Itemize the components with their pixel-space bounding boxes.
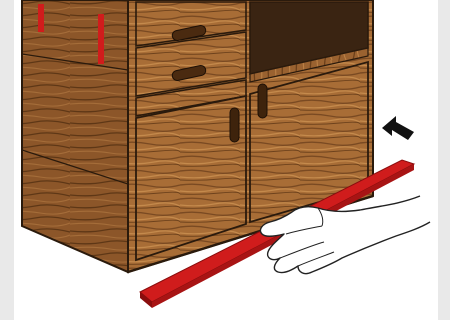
red-mark-2 [98, 14, 104, 64]
door-handle-right [258, 84, 267, 118]
red-mark-1 [38, 4, 44, 32]
illustration-canvas [14, 0, 438, 320]
door-handle-left [230, 108, 239, 142]
cabinet-illustration [14, 0, 438, 320]
arrow-icon [382, 116, 414, 140]
cabinet-side-panel [22, 0, 128, 272]
